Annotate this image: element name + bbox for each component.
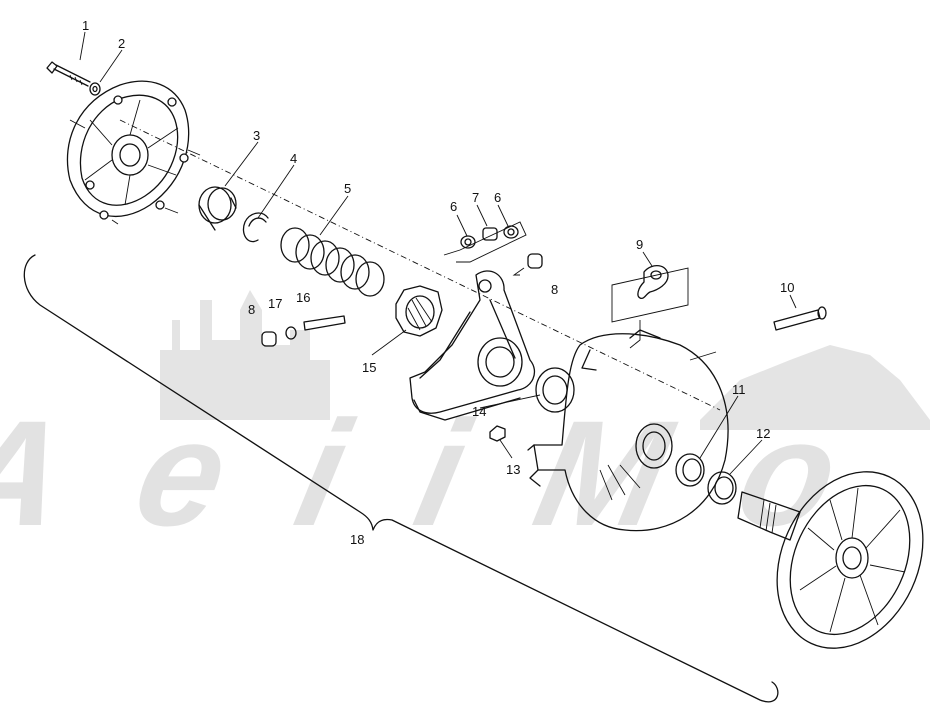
callout-8a: 8	[248, 302, 255, 317]
part-6-nut-right	[503, 225, 519, 239]
callout-9: 9	[636, 237, 643, 252]
part-1-bolt	[46, 61, 91, 87]
callout-15: 15	[362, 360, 376, 375]
callout-12: 12	[756, 426, 770, 441]
moveable-sheave	[527, 329, 729, 532]
callout-4: 4	[290, 151, 297, 166]
part-5-spring	[280, 227, 385, 297]
callout-labels: 1 2 3 4 5 6 7 6 8 8 9 10 11 12 13 14 15 …	[82, 18, 794, 547]
part-16-pin	[303, 315, 346, 331]
part-15-sleeve	[395, 285, 443, 337]
part-4-snap-ring	[242, 212, 269, 243]
callout-1: 1	[82, 18, 89, 33]
part-7-spacer	[482, 227, 498, 241]
part-10-bolt	[773, 306, 827, 331]
callout-16: 16	[296, 290, 310, 305]
callout-10: 10	[780, 280, 794, 295]
callout-3: 3	[253, 128, 260, 143]
callout-14: 14	[472, 404, 486, 419]
spider-arm	[409, 270, 535, 421]
cover-plate	[66, 80, 201, 225]
callout-17: 17	[268, 296, 282, 311]
callout-13: 13	[506, 462, 520, 477]
part-13-nut	[489, 425, 506, 442]
fixed-sheave	[737, 471, 924, 649]
part-9-clip	[611, 265, 689, 349]
callout-8b: 8	[551, 282, 558, 297]
callout-18: 18	[350, 532, 364, 547]
callout-2: 2	[118, 36, 125, 51]
part-8-cap-right	[512, 253, 543, 276]
callout-6a: 6	[450, 199, 457, 214]
watermark-skyline	[160, 290, 330, 420]
assembly-bracket	[23, 254, 779, 703]
part-2-washer	[89, 82, 101, 96]
leader-lines	[79, 31, 797, 475]
part-17-ball	[285, 326, 297, 340]
callout-7: 7	[472, 190, 479, 205]
callout-5: 5	[344, 181, 351, 196]
callout-11: 11	[732, 382, 746, 397]
part-3-bushing	[198, 186, 237, 231]
watermark-motorbike	[700, 345, 930, 430]
watermark: AeiiMo	[0, 290, 930, 558]
part-12-washer	[707, 471, 737, 505]
part-11-bushing	[675, 453, 705, 487]
center-axis	[119, 119, 721, 411]
part-6-nut-left	[460, 235, 476, 249]
leader-6-7-group	[443, 221, 527, 263]
part-8-cap-left	[261, 331, 277, 347]
callout-6b: 6	[494, 190, 501, 205]
